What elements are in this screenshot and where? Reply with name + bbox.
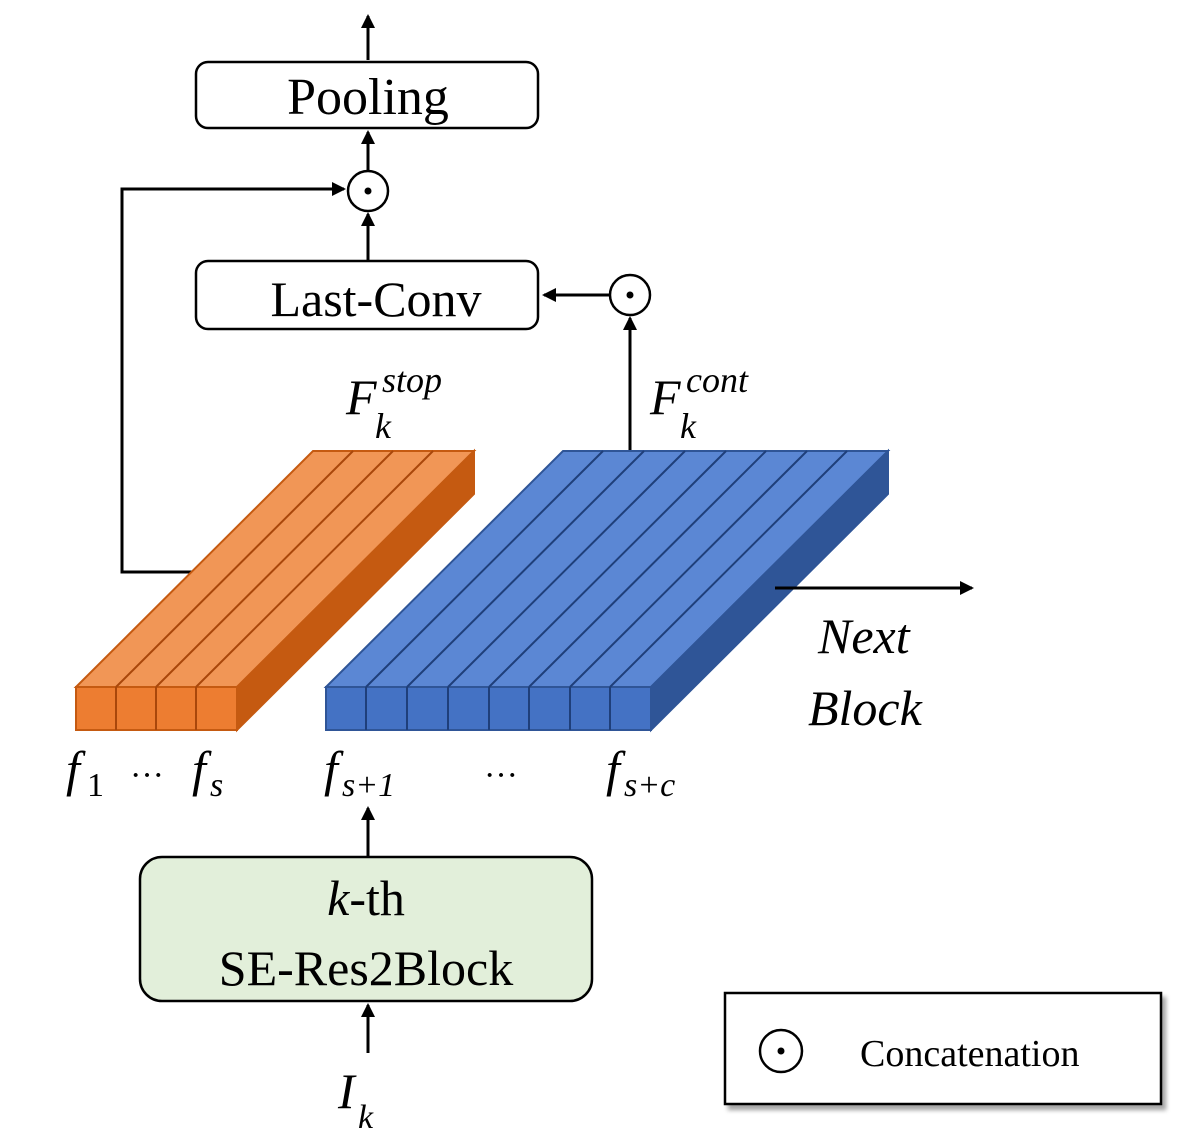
- pooling-label: Pooling: [287, 69, 449, 126]
- fs-subscript: s: [210, 767, 223, 804]
- fs1-label: f: [324, 741, 344, 797]
- skip-connection-arrow: [120, 182, 346, 574]
- block-title-line1: k-th: [327, 870, 405, 926]
- orange-dots: ···: [130, 757, 164, 794]
- fs-label: f: [192, 741, 212, 797]
- cont-feature-block: [323, 448, 891, 733]
- last-conv-label: Last-Conv: [270, 271, 481, 327]
- legend-text: Concatenation: [860, 1033, 1079, 1075]
- legend-concat-symbol: [758, 1028, 804, 1074]
- stop-feature-block: [73, 448, 477, 733]
- input-label: I: [337, 1063, 357, 1119]
- next-block-label-line1: Next: [817, 608, 911, 664]
- fs1-subscript: s+1: [342, 767, 395, 804]
- se-res2block-box: k-th SE-Res2Block: [138, 855, 594, 1003]
- block-title-line2: SE-Res2Block: [219, 940, 513, 996]
- blue-dots: ···: [484, 757, 518, 794]
- concat-symbol-right: [608, 273, 652, 317]
- concat-symbol-top: [346, 169, 390, 213]
- input-subscript: k: [358, 1099, 374, 1136]
- f-stop-label: F: [345, 369, 377, 425]
- pooling-box: Pooling: [194, 60, 540, 130]
- f1-label: f: [66, 741, 86, 797]
- f-stop-subscript: k: [375, 406, 392, 446]
- f-stop-superscript: stop: [382, 360, 442, 400]
- next-block-label-line2: Block: [808, 680, 923, 736]
- f-cont-label: F: [649, 369, 681, 425]
- fsc-label: f: [606, 741, 626, 797]
- fsc-subscript: s+c: [624, 767, 675, 804]
- f1-subscript: 1: [87, 767, 104, 804]
- f-cont-subscript: k: [680, 406, 697, 446]
- last-conv-box: Last-Conv: [194, 259, 540, 331]
- f-cont-superscript: cont: [686, 360, 749, 400]
